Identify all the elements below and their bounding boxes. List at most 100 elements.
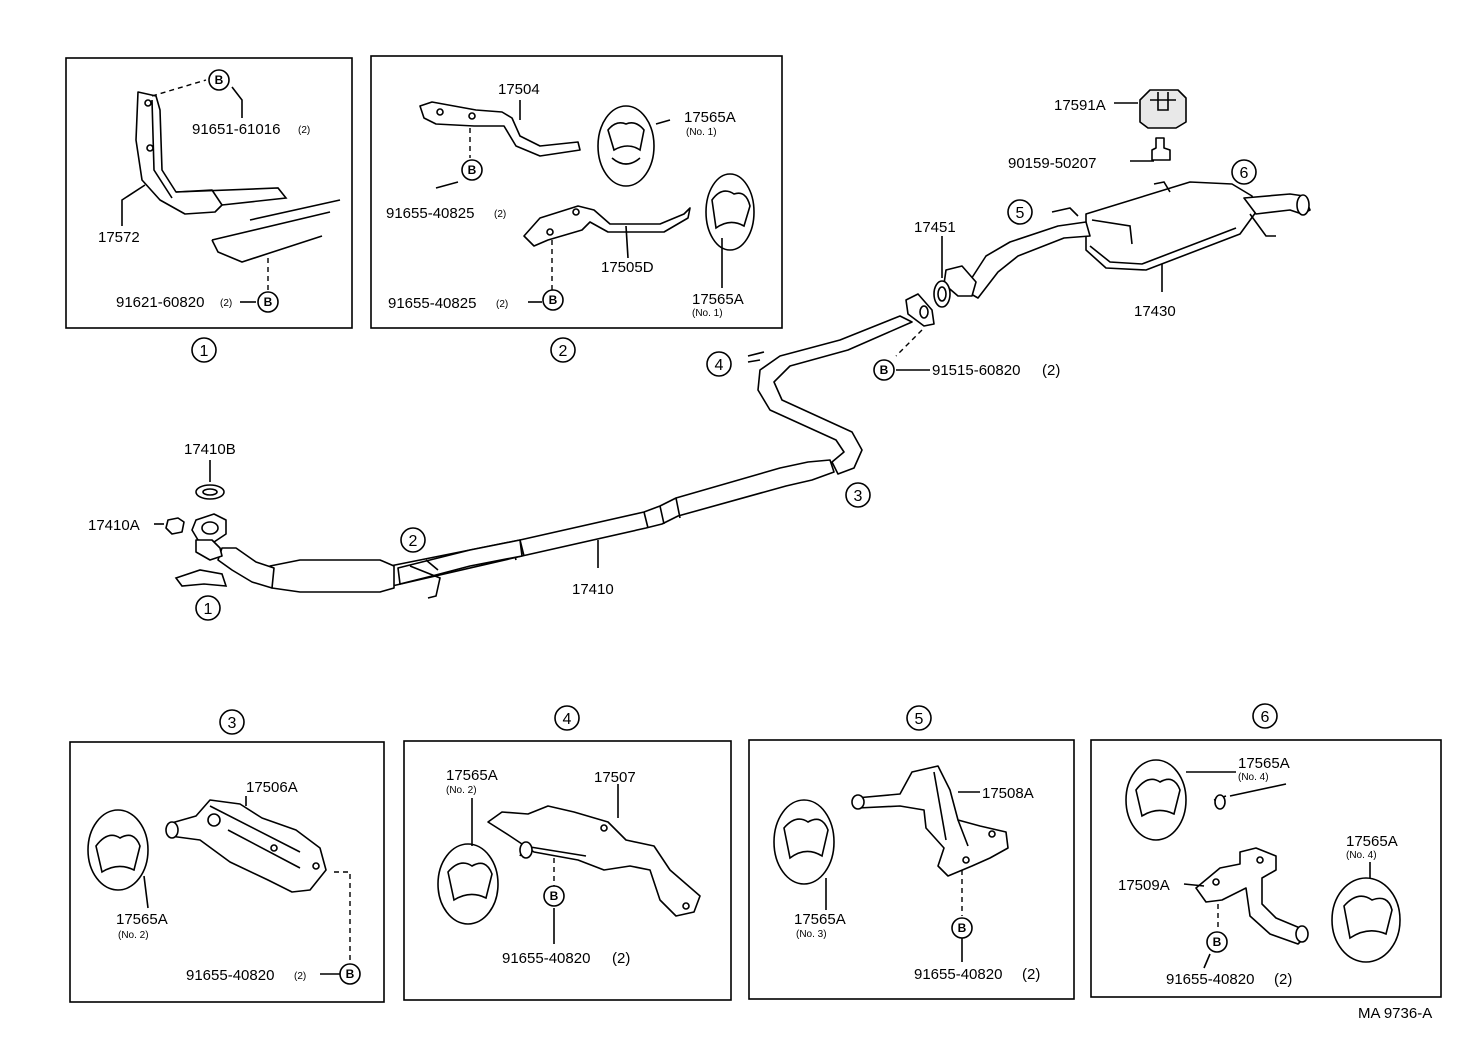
svg-text:6: 6 xyxy=(1261,709,1270,726)
qty-91515-60820: (2) xyxy=(1042,362,1060,379)
gasket-17410b-drawing xyxy=(195,484,225,500)
svg-text:5: 5 xyxy=(1016,205,1025,222)
bolt-marker-b xyxy=(951,917,973,939)
bolt-marker-label: B xyxy=(958,921,967,935)
label-17507: 17507 xyxy=(594,769,636,786)
svg-text:3: 3 xyxy=(854,488,863,505)
label-17565a-no2-sub: (No. 2) xyxy=(446,785,477,796)
label-91655-40825-top: 91655-40825 xyxy=(386,205,474,222)
svg-text:4: 4 xyxy=(563,711,572,728)
hanger-17505d-drawing xyxy=(523,205,691,247)
qty-91655-40820: (2) xyxy=(294,971,306,982)
bolt-marker-label: B xyxy=(264,295,273,309)
callout-2-main: 2 xyxy=(400,527,426,553)
detail-panel-3: 3 B 17506A 17565A (No. 2) 91655-40820 (2… xyxy=(69,709,385,1003)
detail-panel-5: 5 B 17508A 17565A (No. 3) 91655-40820 (2… xyxy=(748,705,1075,1000)
detail-panel-2: B B 17504 17565A (No. 1) 91655-40825 (2)… xyxy=(370,55,783,329)
bolt-marker-b xyxy=(339,963,361,985)
label-17508a: 17508A xyxy=(982,785,1034,802)
label-17565a-no2-sub: (No. 2) xyxy=(118,930,149,941)
cushion-17565a-drawing xyxy=(773,799,835,885)
label-17509a: 17509A xyxy=(1118,877,1170,894)
svg-text:2: 2 xyxy=(409,533,418,550)
label-17565a-no4-right-sub: (No. 4) xyxy=(1346,850,1377,861)
svg-text:4: 4 xyxy=(715,357,724,374)
svg-text:6: 6 xyxy=(1240,165,1249,182)
label-91655-40820: 91655-40820 xyxy=(1166,971,1254,988)
bolt-marker-b xyxy=(543,885,565,907)
gasket-17451-drawing xyxy=(933,280,951,308)
qty-91655-40825-bottom: (2) xyxy=(496,299,508,310)
callout-6-main: 6 xyxy=(1231,159,1257,185)
label-17506a: 17506A xyxy=(246,779,298,796)
bolt-marker-label: B xyxy=(346,967,355,981)
svg-text:2: 2 xyxy=(559,343,568,360)
label-17451: 17451 xyxy=(914,219,956,236)
detail-panel-1: B B 91651-61016 (2) 17572 91621-60820 (2… xyxy=(65,57,353,329)
label-17565a-no2: 17565A xyxy=(446,767,498,784)
label-17591a: 17591A xyxy=(1054,97,1106,114)
callout-4-main: 4 xyxy=(706,351,732,377)
label-90159-50207: 90159-50207 xyxy=(1008,155,1096,172)
bolt-marker-label: B xyxy=(549,293,558,307)
svg-text:5: 5 xyxy=(915,711,924,728)
mount-17591a-drawing xyxy=(1139,89,1187,129)
muffler-17430-drawing xyxy=(1085,181,1257,271)
label-17565a-no3: 17565A xyxy=(794,911,846,928)
callout-3-main: 3 xyxy=(845,482,871,508)
detail-panel-4: 4 B 17565A (No. 2) 17507 91655-40820 (2) xyxy=(403,705,732,1001)
callout-5-main: 5 xyxy=(1007,199,1033,225)
label-17410b: 17410B xyxy=(184,441,236,458)
label-17565a-no1-sub: (No. 1) xyxy=(686,127,717,138)
qty-91655-40820: (2) xyxy=(1022,966,1040,983)
label-17430: 17430 xyxy=(1134,303,1176,320)
label-17565a-no3-sub: (No. 3) xyxy=(796,929,827,940)
label-91655-40820: 91655-40820 xyxy=(502,950,590,967)
hanger-17504-drawing xyxy=(419,101,581,157)
qty-91655-40825-top: (2) xyxy=(494,209,506,220)
label-17572: 17572 xyxy=(98,229,140,246)
label-17565a-no1-b-sub: (No. 1) xyxy=(692,308,723,319)
label-17565a-no1: 17565A xyxy=(684,109,736,126)
svg-text:3: 3 xyxy=(228,715,237,732)
bolt-marker-b xyxy=(542,289,564,311)
bolt-marker-label: B xyxy=(1213,935,1222,949)
bolt-marker-b xyxy=(1206,931,1228,953)
label-17505d: 17505D xyxy=(601,259,654,276)
label-17565a-no4-top: 17565A xyxy=(1238,755,1290,772)
callout-2-panel: 2 xyxy=(550,337,576,363)
qty-91621-60820: (2) xyxy=(220,298,232,309)
bolt-marker-b xyxy=(461,159,483,181)
label-17410a: 17410A xyxy=(88,517,140,534)
svg-text:1: 1 xyxy=(204,601,213,618)
front-flange-drawing xyxy=(191,513,227,543)
label-17565a-no1-b: 17565A xyxy=(692,291,744,308)
main-exhaust-assembly: B 17591A 90159-50207 17451 17430 91515-6… xyxy=(88,89,1311,621)
bolt-marker-b xyxy=(208,69,230,91)
label-17565a-no2: 17565A xyxy=(116,911,168,928)
label-91651-61016: 91651-61016 xyxy=(192,121,280,138)
label-17565a-no4-top-sub: (No. 4) xyxy=(1238,772,1269,783)
qty-91655-40820: (2) xyxy=(1274,971,1292,988)
bracket-17506a-drawing xyxy=(167,799,327,893)
mount-bolt-drawing xyxy=(1151,137,1171,161)
bracket-17572-drawing xyxy=(135,91,223,215)
label-91515-60820: 91515-60820 xyxy=(932,362,1020,379)
label-17410: 17410 xyxy=(572,581,614,598)
bolt-marker-b xyxy=(873,359,895,381)
bolt-marker-label: B xyxy=(880,363,889,377)
label-17565a-no4-right: 17565A xyxy=(1346,833,1398,850)
detail-panel-6: 6 B 17565A (No. 4) 17565A (No. 4) 17509A… xyxy=(1090,703,1442,998)
label-91655-40820: 91655-40820 xyxy=(914,966,1002,983)
bracket-17507-drawing xyxy=(487,805,701,917)
label-91655-40825-bottom: 91655-40825 xyxy=(388,295,476,312)
bolt-marker-label: B xyxy=(215,73,224,87)
bolt-marker-b xyxy=(257,291,279,313)
drawing-code: MA 9736-A xyxy=(1358,1005,1432,1022)
label-91655-40820: 91655-40820 xyxy=(186,967,274,984)
label-17504: 17504 xyxy=(498,81,540,98)
callout-1-main: 1 xyxy=(195,595,221,621)
bolt-marker-label: B xyxy=(468,163,477,177)
svg-text:1: 1 xyxy=(200,343,209,360)
